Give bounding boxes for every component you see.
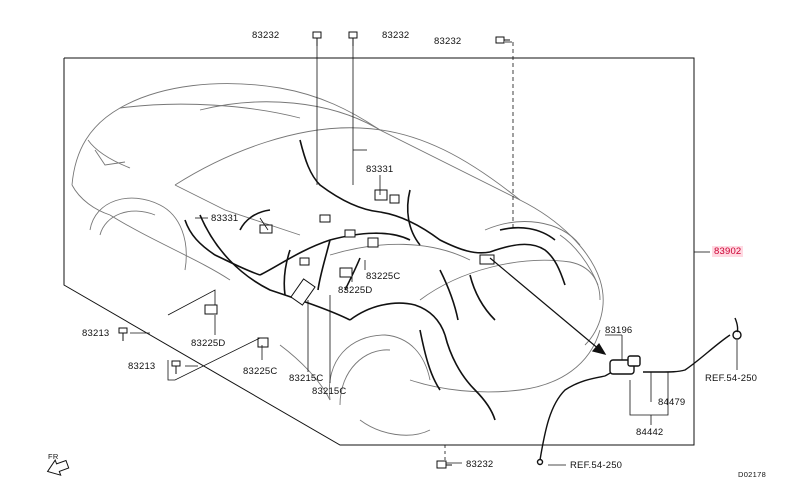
part-label-83225c-left: 83225C — [243, 366, 278, 377]
part-label-83331-upper: 83331 — [366, 164, 394, 175]
frame-box — [63, 57, 695, 446]
part-label-83196: 83196 — [605, 325, 633, 336]
wiring-harness — [184, 139, 566, 421]
part-label-83225d-left: 83225D — [191, 338, 226, 349]
part-label-83213-a: 83213 — [82, 328, 110, 339]
bolt-icon — [312, 31, 322, 46]
screw-icon — [171, 360, 181, 374]
bolt-icon — [495, 36, 510, 44]
front-direction-label: FR — [48, 452, 59, 461]
harness-connectors — [204, 189, 495, 348]
screw-icon — [118, 327, 128, 341]
part-label-84479: 84479 — [658, 397, 686, 408]
battery-cable — [536, 317, 742, 466]
part-label-83213-b: 83213 — [128, 361, 156, 372]
reference-label-lower: REF.54-250 — [570, 460, 623, 471]
bolt-icons — [118, 31, 510, 469]
part-label-83225c-center: 83225C — [366, 271, 401, 282]
reference-label-upper: REF.54-250 — [705, 373, 758, 384]
leader-lines — [130, 41, 738, 466]
part-label-84442: 84442 — [636, 427, 664, 438]
part-label-83232-bottom: 83232 — [466, 459, 494, 470]
part-label-83225d-center: 83225D — [338, 285, 373, 296]
part-label-83232-top-left-2: 83232 — [382, 30, 410, 41]
bolt-icon — [436, 460, 452, 469]
part-label-83215c-a: 83215C — [289, 373, 324, 384]
part-label-83232-top-left-1: 83232 — [252, 30, 280, 41]
part-label-83232-top-right: 83232 — [434, 36, 462, 47]
pointer-arrow — [489, 257, 607, 355]
front-direction-arrow-icon — [46, 459, 70, 476]
bolt-icon — [348, 31, 358, 46]
car-body-outline — [71, 83, 604, 436]
part-label-83902-main-assembly: 83902 — [712, 246, 744, 257]
part-label-83331-left: 83331 — [211, 213, 239, 224]
diagram-code: D02178 — [738, 470, 767, 479]
part-label-83215c-b: 83215C — [312, 386, 347, 397]
